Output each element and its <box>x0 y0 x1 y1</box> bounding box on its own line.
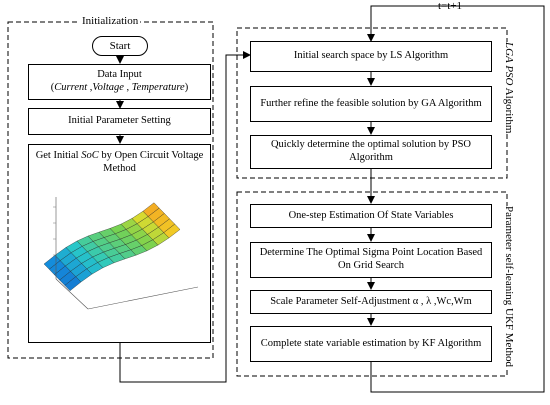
data-input-variables: (Current ,Voltage , Temperature) <box>50 82 189 93</box>
initialization-group <box>7 21 214 359</box>
start-node: Start <box>92 36 148 56</box>
axis-left-base <box>55 278 89 310</box>
scale-parameter-box: Scale Parameter Self-Adjustment α , λ ,W… <box>250 290 492 314</box>
pso-step-box: Quickly determine the optimal solution b… <box>250 135 492 169</box>
temperature-label: Temperature <box>131 82 185 93</box>
surface-cell <box>163 223 181 239</box>
ls-step-box: Initial search space by LS Algorithm <box>250 41 492 72</box>
surface-mesh <box>43 202 181 292</box>
tick-marks <box>53 206 56 272</box>
loop-back-line <box>367 5 545 393</box>
ga-step-box: Further refine the feasible solution by … <box>250 86 492 122</box>
sep-2: , <box>123 82 132 93</box>
parameter-setting-box: Initial Parameter Setting <box>28 108 211 135</box>
data-input-title: Data Input <box>97 69 142 81</box>
initialization-title: Initialization <box>80 15 141 27</box>
soc-title: Get Initial SoC by Open Circuit Voltage … <box>35 150 204 174</box>
sigma-point-box: Determine The Optimal Sigma Point Locati… <box>250 242 492 278</box>
lga-pso-label: LGA PSO Algorithm <box>503 42 515 134</box>
one-step-estimation-box: One-step Estimation Of State Variables <box>250 204 492 228</box>
loop-label: t=t+1 <box>438 0 463 12</box>
sep-1: , <box>87 82 93 93</box>
ocv-surface-plot <box>43 197 199 310</box>
ukf-label: Parameter self-leaning UKF Method <box>503 206 515 367</box>
soc-box: Get Initial SoC by Open Circuit Voltage … <box>28 144 211 343</box>
arrow-init-to-lga <box>119 51 251 383</box>
voltage-label: Voltage <box>92 82 124 93</box>
axis-right-base <box>87 286 199 310</box>
soc-symbol: SoC <box>81 150 99 161</box>
data-input-box: Data Input (Current ,Voltage , Temperatu… <box>28 64 211 100</box>
current-label: Current <box>54 82 88 93</box>
kf-estimation-box: Complete state variable estimation by KF… <box>250 326 492 362</box>
